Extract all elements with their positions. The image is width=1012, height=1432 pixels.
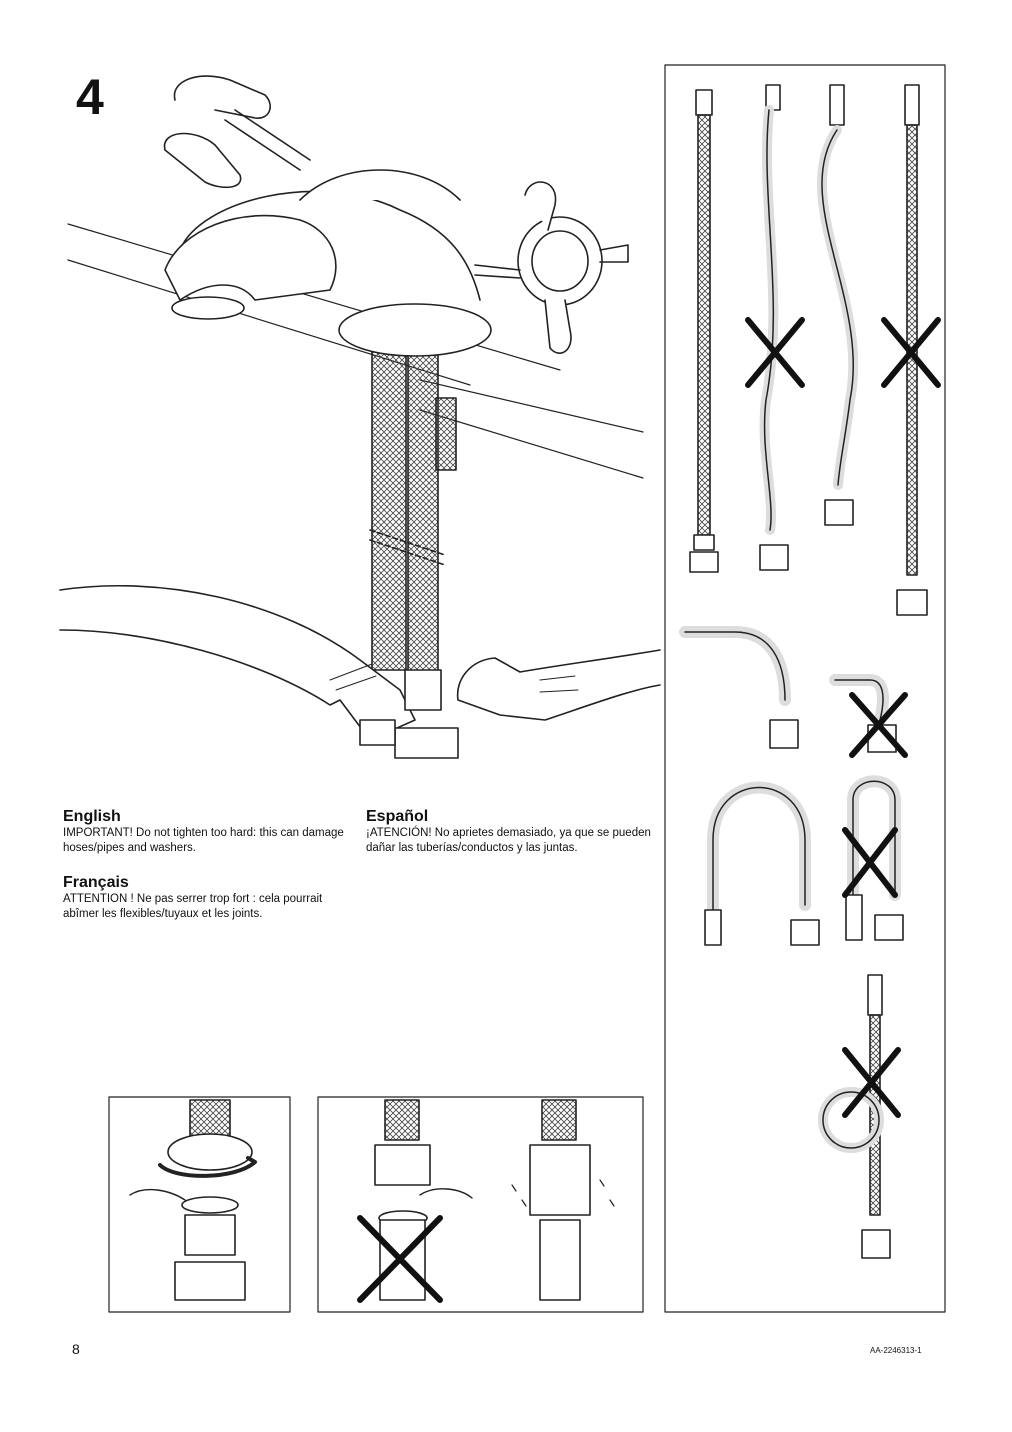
hose-twisted-wrong	[759, 84, 789, 571]
instruction-text: ¡ATENCIÓN! No aprietes demasiado, ya que…	[366, 827, 651, 854]
coil-wrong	[818, 974, 891, 1259]
instruction-text: IMPORTANT! Do not tighten too hard: this…	[63, 827, 344, 854]
hex-nut-icon	[359, 669, 459, 759]
instruction-english: English IMPORTANT! Do not tighten too ha…	[63, 807, 353, 856]
washer-check-panel	[108, 1096, 291, 1313]
hose-curved-wrong	[816, 84, 859, 526]
page-number: 8	[72, 1341, 80, 1357]
hose-routing-panel	[664, 64, 946, 1313]
faucet-main-illustration	[59, 75, 661, 759]
instruction-french: Français ATTENTION ! Ne pas serrer trop …	[63, 873, 353, 922]
rear-handle-icon	[163, 75, 311, 189]
language-heading: Español	[366, 808, 429, 825]
language-heading: Français	[63, 874, 129, 891]
document-code: AA-2246313-1	[870, 1346, 922, 1355]
hose-illustration	[371, 349, 439, 681]
instruction-spanish: Español ¡ATENCIÓN! No aprietes demasiado…	[366, 807, 656, 856]
hose-straight-correct	[689, 89, 719, 573]
u-loop-tight-wrong	[845, 775, 904, 941]
bend-correct	[679, 626, 799, 749]
wrench-left-icon	[59, 585, 416, 741]
u-loop-correct	[704, 781, 820, 946]
cross-handle-icon	[474, 181, 629, 354]
wrong-mark-icon	[745, 317, 941, 1118]
wrench-right-icon	[456, 649, 661, 721]
instruction-text: ATTENTION ! Ne pas serrer trop fort : ce…	[63, 893, 323, 920]
washer-wrong-panel	[317, 1096, 644, 1313]
step-number: 4	[76, 69, 104, 125]
language-heading: English	[63, 808, 121, 825]
wrong-mark-icon	[357, 1215, 443, 1303]
